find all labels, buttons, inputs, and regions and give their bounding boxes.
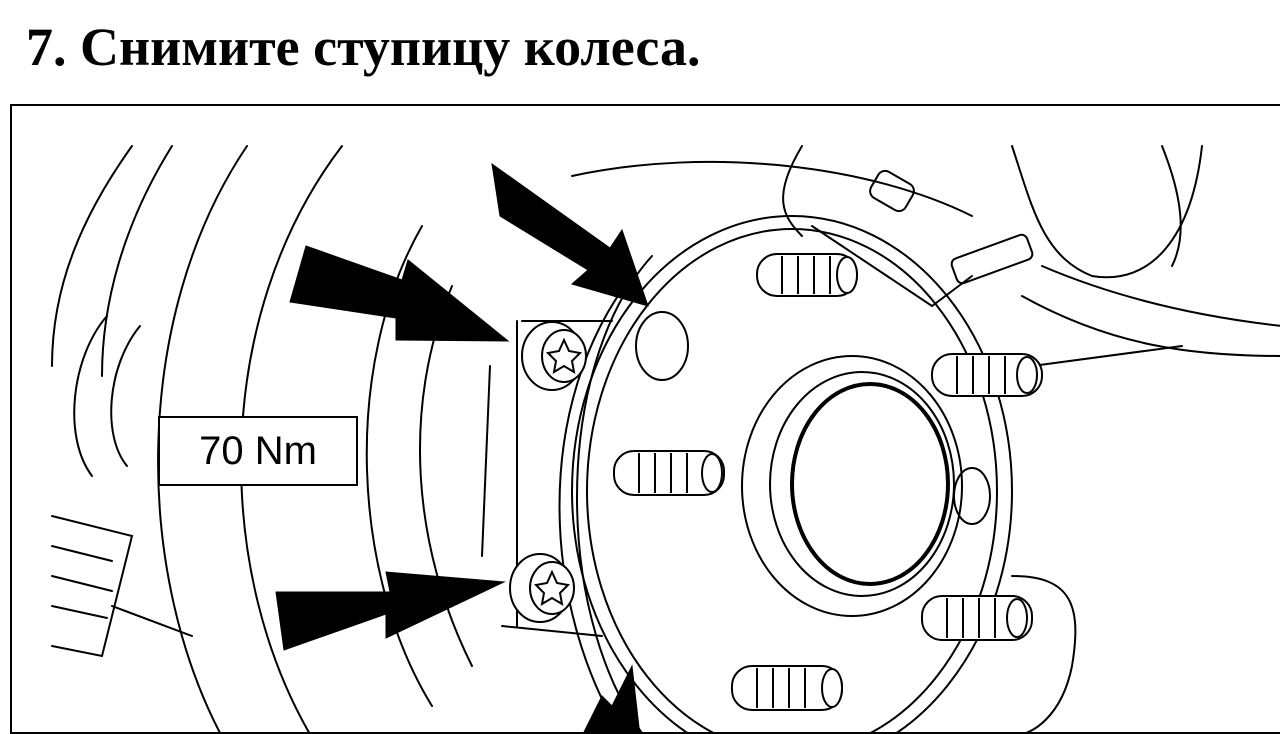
cable xyxy=(571,160,973,217)
hub-mount xyxy=(481,365,491,557)
hub-drawing xyxy=(51,145,1280,732)
torque-spec-label: 70 Nm xyxy=(158,416,358,486)
arrow-icon xyxy=(583,664,641,732)
hub-flange xyxy=(571,215,1013,732)
hub-center-ring xyxy=(741,355,963,617)
axle-part xyxy=(51,575,113,592)
hub-flange-side xyxy=(558,275,633,732)
cable xyxy=(1031,345,1183,367)
disc-edge xyxy=(101,145,173,377)
cable xyxy=(1011,145,1203,279)
wheel-stud-icon xyxy=(756,253,858,297)
disc-edge xyxy=(73,315,108,477)
axle-part xyxy=(51,605,108,619)
sensor-wire xyxy=(811,225,973,308)
hub-illustration: 70 Nm xyxy=(10,104,1280,734)
hub-flange-inner xyxy=(586,228,998,732)
cable xyxy=(1041,265,1280,327)
sensor-connector xyxy=(869,169,915,213)
disc-edge xyxy=(51,145,133,367)
hub-bore xyxy=(769,371,955,597)
axle-part xyxy=(51,515,134,658)
axle-part xyxy=(111,605,193,637)
wheel-stud-icon xyxy=(613,450,725,496)
disc-edge xyxy=(110,325,141,467)
arrow-icon xyxy=(289,245,510,342)
wheel-stud-icon xyxy=(931,353,1043,397)
flange-hole xyxy=(635,311,689,381)
cable xyxy=(1021,295,1280,357)
cable xyxy=(1161,145,1182,267)
arrow-icon xyxy=(491,162,649,307)
hub-bore-inner xyxy=(790,382,950,586)
arrow-icon xyxy=(275,571,506,651)
wheel-stud-icon xyxy=(731,665,843,711)
torx-bolt-icon xyxy=(509,553,575,623)
axle-part xyxy=(51,545,113,562)
hub-flange-side xyxy=(576,255,653,732)
torx-bolt-icon xyxy=(521,321,587,391)
wheel-stud-icon xyxy=(921,595,1033,641)
flange-hole xyxy=(953,467,991,525)
page-title: 7. Снимите ступицу колеса. xyxy=(26,17,701,77)
sensor-connector xyxy=(950,233,1034,285)
cable xyxy=(782,145,803,237)
